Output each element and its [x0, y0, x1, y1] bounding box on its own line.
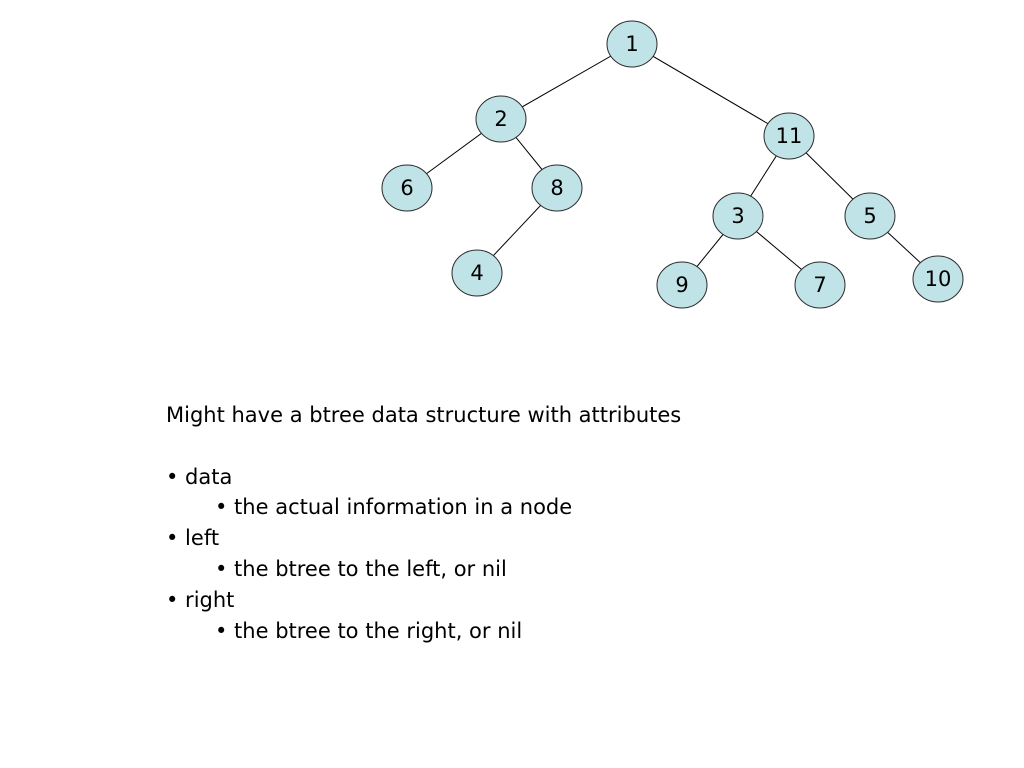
tree-node-circle [763, 112, 815, 160]
tree-node-label: 5 [863, 204, 876, 228]
tree-node: 9 [656, 261, 708, 309]
tree-node: 2 [475, 95, 527, 143]
blank-line [166, 431, 681, 462]
tree-node-label: 9 [675, 273, 688, 297]
tree-node-label: 2 [494, 107, 507, 131]
tree-node-circle [606, 20, 658, 68]
tree-node-circle [475, 95, 527, 143]
tree-node: 6 [381, 164, 433, 212]
tree-node: 11 [763, 112, 815, 160]
attribute-description-data: • the actual information in a node [215, 495, 573, 520]
attribute-name-right: • right [166, 587, 235, 612]
tree-edge-n1-n11 [631, 43, 790, 137]
attribute-description-right: • the btree to the right, or nil [215, 618, 523, 643]
tree-node-label: 1 [625, 32, 638, 56]
tree-edges [406, 43, 939, 286]
tree-node-circle [912, 255, 964, 303]
tree-node-label: 10 [925, 267, 952, 291]
intro-text: Might have a btree data structure with a… [166, 403, 682, 427]
tree-node-circle [531, 164, 583, 212]
tree-node: 3 [712, 192, 764, 240]
tree-node-label: 4 [470, 261, 483, 285]
tree-node-circle [794, 261, 846, 309]
tree-node: 10 [912, 255, 964, 303]
tree-node-label: 7 [813, 273, 826, 297]
tree-node: 1 [606, 20, 658, 68]
tree-nodes: 1 2 11 6 8 4 3 5 9 7 10 [381, 20, 964, 309]
tree-node-label: 6 [400, 176, 413, 200]
tree-node: 7 [794, 261, 846, 309]
tree-node-circle [844, 192, 896, 240]
tree-node-label: 11 [776, 124, 803, 148]
attribute-description-left: • the btree to the left, or nil [215, 556, 507, 581]
tree-node-circle [656, 261, 708, 309]
tree-node: 4 [451, 249, 503, 297]
tree-edge-n1-n2 [500, 43, 633, 120]
tree-node-circle [381, 164, 433, 212]
tree-node-label: 8 [550, 176, 563, 200]
binary-tree-diagram: 1 2 11 6 8 4 3 5 9 7 10 [381, 20, 964, 309]
tree-node: 8 [531, 164, 583, 212]
attribute-name-data: • data [166, 464, 233, 489]
tree-node-circle [451, 249, 503, 297]
tree-node-circle [712, 192, 764, 240]
attribute-name-left: • left [166, 526, 220, 551]
notes-block: Might have a btree data structure with a… [166, 400, 681, 646]
tree-node: 5 [844, 192, 896, 240]
tree-node-label: 3 [731, 204, 744, 228]
